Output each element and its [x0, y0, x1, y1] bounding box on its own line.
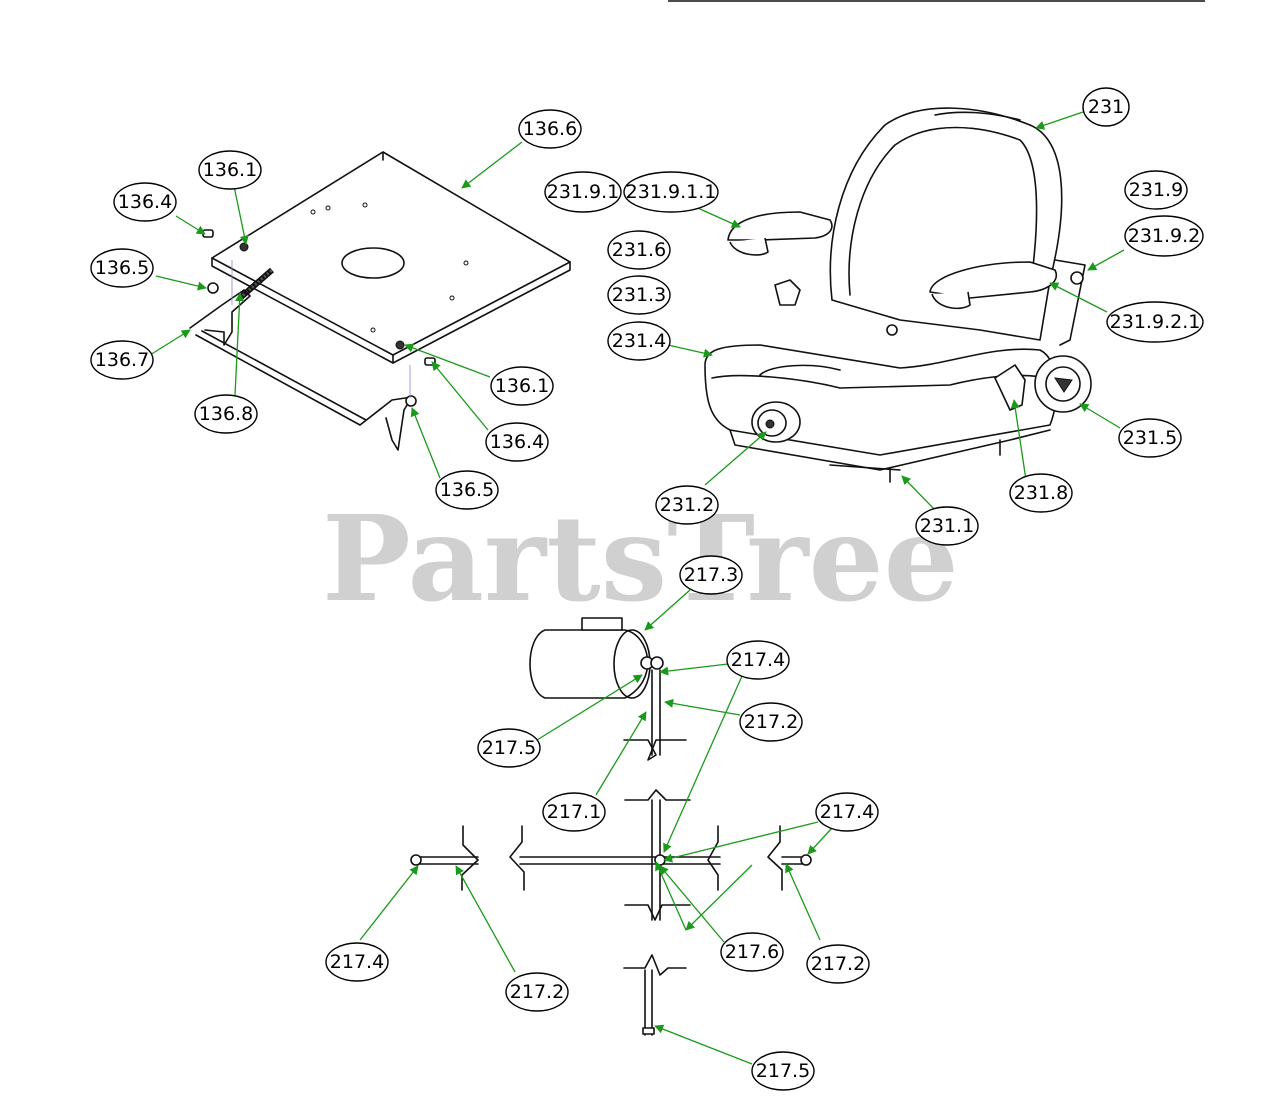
- callout-label: 231.8: [1014, 482, 1068, 504]
- callout-label: 136.5: [440, 479, 494, 501]
- callout-136-7[interactable]: 136.7: [90, 340, 154, 380]
- leader-lines: [149, 111, 1125, 1065]
- callout-label: 217.4: [731, 649, 785, 671]
- callout-label: 136.6: [523, 118, 577, 140]
- callout-label: 231.4: [612, 330, 666, 352]
- callout-label: 231.9: [1129, 179, 1183, 201]
- callout-231-9-1[interactable]: 231.9.1: [544, 171, 622, 213]
- callout-231-1[interactable]: 231.1: [915, 506, 979, 546]
- callout-136-5[interactable]: 136.5: [90, 248, 154, 288]
- callout-label: 231.5: [1123, 427, 1177, 449]
- callout-231-9[interactable]: 231.9: [1124, 170, 1188, 210]
- callout-136-8[interactable]: 136.8: [194, 394, 258, 434]
- callout-136-4[interactable]: 136.4: [113, 182, 177, 222]
- callout-231-9-1-1[interactable]: 231.9.1.1: [623, 171, 719, 213]
- callout-217-5[interactable]: 217.5: [477, 728, 541, 768]
- callout-217-4[interactable]: 217.4: [815, 792, 879, 832]
- callout-217-4[interactable]: 217.4: [325, 942, 389, 982]
- callout-label: 136.4: [490, 431, 544, 453]
- callout-217-5[interactable]: 217.5: [751, 1051, 815, 1091]
- callout-217-4[interactable]: 217.4: [726, 640, 790, 680]
- callout-231-2[interactable]: 231.2: [655, 485, 719, 525]
- harness-assembly: [410, 617, 812, 1036]
- callout-label: 136.1: [495, 375, 549, 397]
- callout-217-1[interactable]: 217.1: [542, 792, 606, 832]
- callout-label: 136.8: [199, 403, 253, 425]
- callout-231[interactable]: 231: [1082, 87, 1130, 127]
- callout-231-6[interactable]: 231.6: [607, 230, 671, 270]
- callout-136-1[interactable]: 136.1: [198, 150, 262, 190]
- callout-label: 217.5: [756, 1060, 810, 1082]
- seat-assembly: [704, 107, 1092, 483]
- callout-label: 217.1: [547, 801, 601, 823]
- callout-label: 136.1: [203, 159, 257, 181]
- callout-231-4[interactable]: 231.4: [607, 321, 671, 361]
- callout-label: 217.4: [330, 951, 384, 973]
- callout-136-1[interactable]: 136.1: [490, 366, 554, 406]
- callout-231-5[interactable]: 231.5: [1118, 418, 1182, 458]
- spring: [238, 267, 274, 301]
- callout-label: 231: [1088, 96, 1124, 118]
- callout-label: 231.9.2: [1128, 225, 1201, 247]
- callout-231-9-2[interactable]: 231.9.2: [1124, 215, 1204, 257]
- callout-136-4[interactable]: 136.4: [485, 422, 549, 462]
- callout-label: 136.5: [95, 257, 149, 279]
- seat-pan-assembly: [189, 151, 571, 451]
- callout-label: 231.9.1.1: [626, 181, 717, 203]
- callout-217-2[interactable]: 217.2: [806, 944, 870, 984]
- callout-136-5[interactable]: 136.5: [435, 470, 499, 510]
- callout-label: 217.2: [744, 711, 798, 733]
- callout-label: 136.7: [95, 349, 149, 371]
- callout-217-2[interactable]: 217.2: [505, 972, 569, 1012]
- callout-label: 231.1: [920, 515, 974, 537]
- callout-label: 231.3: [612, 284, 666, 306]
- callout-231-9-2-1[interactable]: 231.9.2.1: [1106, 301, 1204, 343]
- callouts: 136.6 136.1 136.4 136.5 136.7 136.8 136.…: [90, 87, 1204, 1091]
- callout-label: 231.6: [612, 239, 666, 261]
- callout-217-6[interactable]: 217.6: [720, 932, 784, 972]
- callout-231-3[interactable]: 231.3: [607, 275, 671, 315]
- callout-label: 217.2: [811, 953, 865, 975]
- callout-231-8[interactable]: 231.8: [1009, 473, 1073, 513]
- callout-217-2[interactable]: 217.2: [739, 702, 803, 742]
- watermark-text: PartsTree: [322, 489, 959, 628]
- callout-label: 231.9.2.1: [1110, 311, 1201, 333]
- callout-136-6[interactable]: 136.6: [518, 109, 582, 149]
- callout-label: 217.2: [510, 981, 564, 1003]
- callout-label: 217.5: [482, 737, 536, 759]
- callout-label: 217.4: [820, 801, 874, 823]
- watermark: PartsTree TM: [322, 489, 959, 628]
- callout-label: 217.3: [684, 564, 738, 586]
- callout-label: 231.2: [660, 494, 714, 516]
- callout-label: 231.9.1: [547, 181, 620, 203]
- callout-label: 217.6: [725, 941, 779, 963]
- callout-label: 136.4: [118, 191, 172, 213]
- callout-217-3[interactable]: 217.3: [679, 555, 743, 595]
